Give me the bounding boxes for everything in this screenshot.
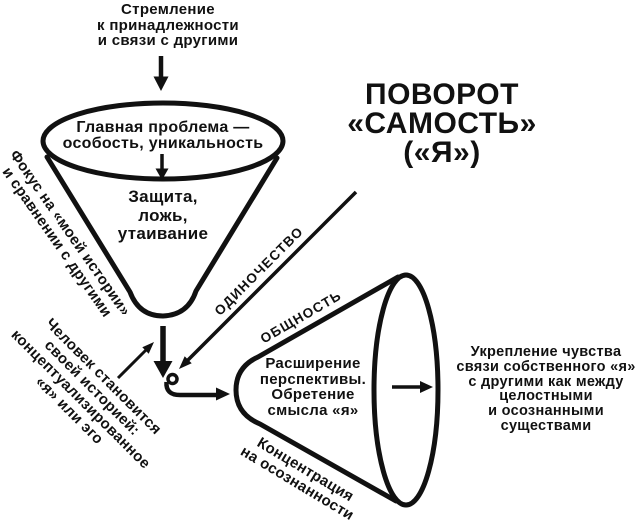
turn-arrow [164, 381, 216, 398]
striving-label: Стремление к принадлежности и связи с др… [97, 1, 239, 49]
top-arrow-head-icon [153, 76, 169, 91]
perspective-expansion-label: Расширение перспективы. Обретение смысла… [259, 355, 367, 419]
opening-arrow-head-icon [155, 168, 169, 180]
connection-strengthening-label: Укрепление чувства связи собственного «я… [456, 344, 636, 434]
right-funnel-cone-shape [233, 274, 401, 504]
drop-arrow-head-icon [153, 361, 173, 378]
main-problem-label: Главная проблема — особость, уникальност… [62, 119, 264, 152]
turn-arrow-head-icon [216, 387, 230, 401]
loneliness-arrow [185, 190, 358, 363]
diagram-title: ПОВОРОТ «САМОСТЬ» («Я») [347, 78, 537, 169]
right-funnel-opening-shape [371, 272, 441, 508]
defense-label: Защита, ложь, утаивание [117, 187, 209, 243]
left-funnel-opening-shape [40, 100, 286, 182]
left-funnel-cone-shape [44, 154, 280, 319]
becoming-arrow-head-icon [142, 342, 154, 354]
expansion-arrow-head-icon [420, 381, 433, 393]
pivot-point-icon [166, 372, 179, 386]
becoming-arrow [116, 347, 149, 380]
loneliness-arrow-head-icon [179, 356, 192, 369]
